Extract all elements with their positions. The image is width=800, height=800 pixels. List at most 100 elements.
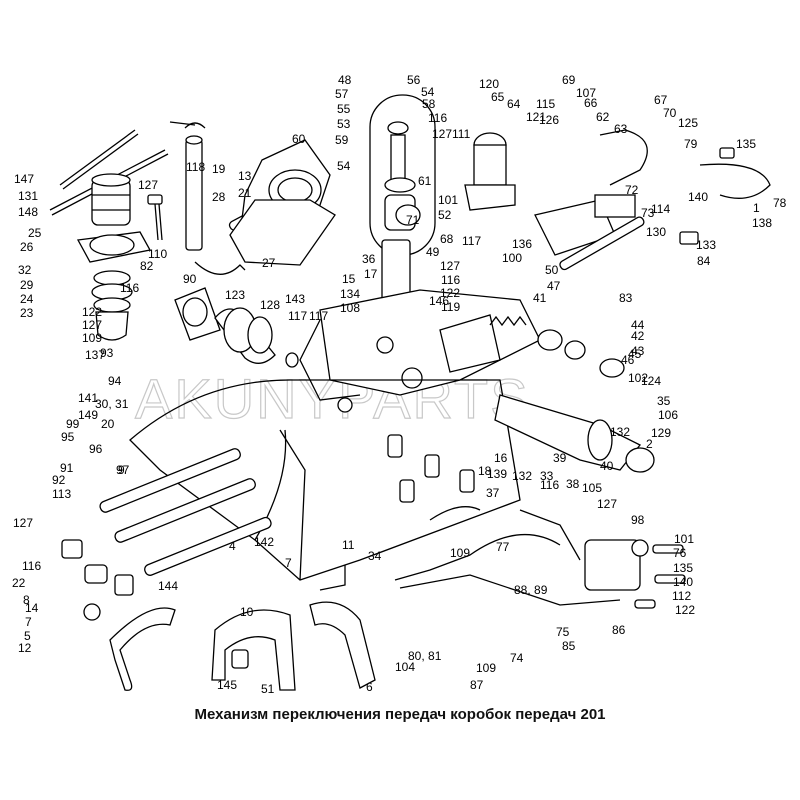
part-number-label: 9 bbox=[118, 463, 125, 477]
part-number-label: 61 bbox=[418, 174, 432, 188]
part-number-label: 108 bbox=[340, 301, 360, 315]
part-number-label: 117 bbox=[309, 309, 328, 323]
part-number-label: 96 bbox=[89, 442, 103, 456]
part-number-label: 132 bbox=[610, 425, 630, 439]
part-number-label: 22 bbox=[12, 576, 26, 590]
part-number-label: 54 bbox=[337, 159, 351, 173]
part-number-label: 100 bbox=[502, 251, 522, 265]
part-number-label: 58 bbox=[422, 97, 436, 111]
part-number-label: 10 bbox=[240, 605, 254, 619]
part-number-label: 92 bbox=[52, 473, 66, 487]
part-number-label: 116 bbox=[22, 559, 41, 573]
part-number-label: 74 bbox=[510, 651, 524, 665]
part-number-label: 16 bbox=[494, 451, 508, 465]
part-number-label: 62 bbox=[596, 110, 610, 124]
part-number-label: 24 bbox=[20, 292, 34, 306]
part-number-label: 121 bbox=[526, 110, 546, 124]
part-number-label: 102 bbox=[628, 371, 648, 385]
part-number-label: 56 bbox=[407, 73, 421, 87]
part-number-label: 130 bbox=[646, 225, 666, 239]
part-number-label: 139 bbox=[487, 467, 507, 481]
part-number-label: 86 bbox=[612, 623, 626, 637]
part-number-label: 76 bbox=[673, 546, 687, 560]
part-number-label: 95 bbox=[61, 430, 75, 444]
part-number-label: 51 bbox=[261, 682, 275, 696]
part-number-label: 71 bbox=[406, 213, 420, 227]
part-number-label: 127 bbox=[13, 516, 33, 530]
part-number-label: 77 bbox=[496, 540, 510, 554]
part-number-label: 91 bbox=[60, 461, 74, 475]
part-number-label: 127 bbox=[138, 178, 158, 192]
part-number-label: 57 bbox=[335, 87, 349, 101]
part-number-label: 112 bbox=[672, 589, 691, 603]
part-number-label: 4 bbox=[229, 539, 236, 553]
part-number-label: 87 bbox=[470, 678, 484, 692]
part-number-label: 1 bbox=[753, 201, 760, 215]
part-piston-stack bbox=[91, 270, 133, 341]
part-number-label: 18 bbox=[478, 464, 492, 478]
part-number-label: 135 bbox=[736, 137, 756, 151]
part-number-label: 14 bbox=[25, 601, 39, 615]
part-number-label: 37 bbox=[486, 486, 500, 500]
part-solenoid-61 bbox=[464, 132, 516, 211]
part-number-label: 19 bbox=[212, 162, 226, 176]
part-number-label: 148 bbox=[18, 205, 38, 219]
part-number-label: 63 bbox=[614, 122, 628, 136]
part-number-label: 143 bbox=[285, 292, 305, 306]
part-number-label: 140 bbox=[688, 190, 708, 204]
part-number-label: 29 bbox=[20, 278, 34, 292]
part-number-label: 25 bbox=[28, 226, 42, 240]
part-number-label: 101 bbox=[438, 193, 458, 207]
part-number-label: 55 bbox=[337, 102, 351, 116]
part-number-label: 145 bbox=[217, 678, 237, 692]
part-number-label: 85 bbox=[562, 639, 576, 653]
part-number-label: 32 bbox=[18, 263, 32, 277]
part-number-label: 104 bbox=[395, 660, 415, 674]
part-number-label: 126 bbox=[539, 113, 559, 127]
part-cylinder-25 bbox=[76, 173, 152, 263]
part-cylinder-99 bbox=[494, 394, 655, 473]
part-flange-90 bbox=[174, 287, 299, 368]
part-number-label: 43 bbox=[631, 344, 645, 358]
part-number-label: 41 bbox=[533, 291, 547, 305]
part-number-label: 116 bbox=[120, 281, 139, 295]
part-shaft-19 bbox=[169, 121, 206, 251]
part-number-label: 48 bbox=[338, 73, 352, 87]
part-number-label: 34 bbox=[368, 549, 382, 563]
part-number-label: 114 bbox=[651, 202, 670, 216]
part-number-label: 83 bbox=[619, 291, 633, 305]
part-number-label: 49 bbox=[426, 245, 440, 259]
part-number-label: 125 bbox=[678, 116, 698, 130]
part-number-label: 26 bbox=[20, 240, 34, 254]
part-number-label: 7 bbox=[25, 615, 32, 629]
part-number-label: 147 bbox=[14, 172, 34, 186]
part-number-label: 11 bbox=[342, 538, 355, 552]
part-shift-rods bbox=[99, 448, 272, 576]
part-number-label: 45 bbox=[628, 347, 642, 361]
part-number-label: 120 bbox=[479, 77, 499, 91]
callout-labels: 1471311482526322924231181271928110829012… bbox=[0, 0, 787, 696]
part-number-label: 30, 31 bbox=[95, 397, 129, 411]
part-number-label: 7 bbox=[285, 556, 292, 570]
part-number-label: 116 bbox=[441, 273, 460, 287]
part-number-label: 21 bbox=[238, 186, 252, 200]
part-number-label: 12 bbox=[18, 641, 32, 655]
part-pipes bbox=[394, 506, 621, 606]
part-number-label: 128 bbox=[260, 298, 280, 312]
part-number-label: 66 bbox=[584, 96, 598, 110]
part-number-label: 15 bbox=[342, 272, 356, 286]
part-number-label: 142 bbox=[254, 535, 274, 549]
part-number-label: 90 bbox=[183, 272, 197, 286]
part-number-label: 131 bbox=[18, 189, 38, 203]
part-shift-forks bbox=[109, 601, 376, 691]
part-number-label: 40 bbox=[600, 459, 614, 473]
part-number-label: 116 bbox=[540, 478, 559, 492]
part-number-label: 65 bbox=[491, 90, 505, 104]
part-number-label: 94 bbox=[108, 374, 122, 388]
part-number-label: 116 bbox=[428, 111, 447, 125]
part-number-label: 107 bbox=[576, 86, 596, 100]
part-number-label: 146 bbox=[429, 294, 449, 308]
part-number-label: 141 bbox=[78, 391, 98, 405]
part-number-label: 8 bbox=[23, 593, 30, 607]
